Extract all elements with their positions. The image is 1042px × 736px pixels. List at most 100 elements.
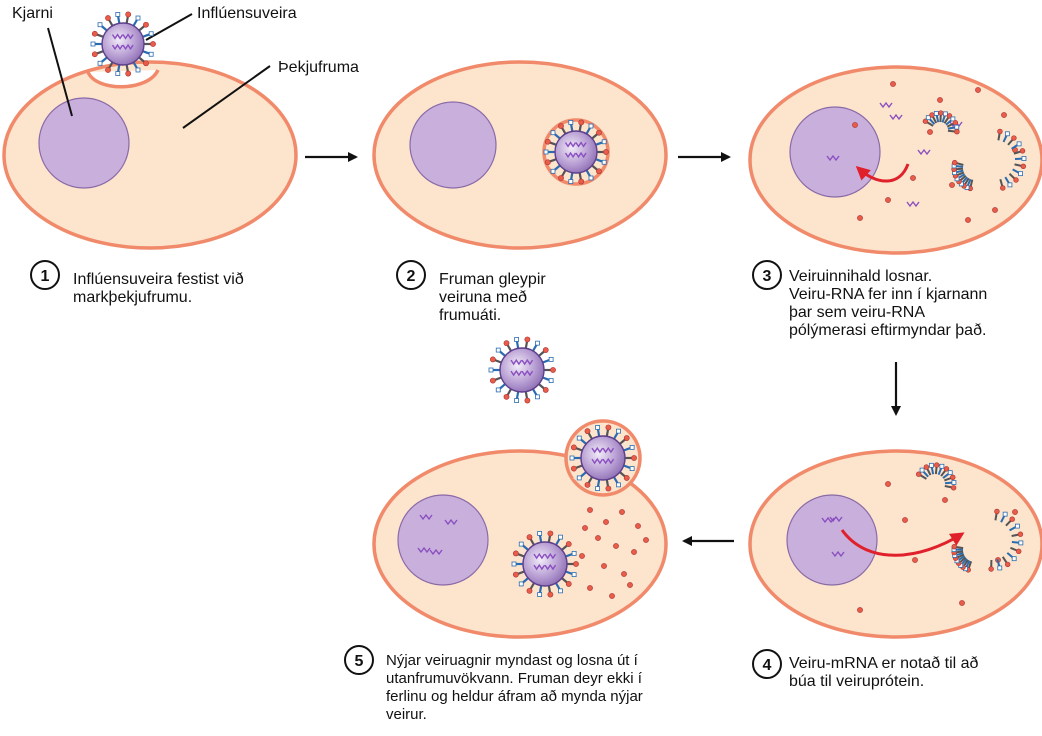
viral-protein xyxy=(595,535,601,541)
hemagglutinin-tip xyxy=(542,347,549,353)
virus-envelope xyxy=(522,541,568,587)
step-2-badge xyxy=(396,260,426,290)
spike-protein xyxy=(926,121,934,127)
spike-protein xyxy=(538,350,545,357)
neuraminidase-tip xyxy=(1018,540,1024,546)
viral-rna-in-nucleus xyxy=(429,548,443,556)
protein-cluster xyxy=(922,110,960,135)
spike-protein xyxy=(538,585,543,593)
cell-5-viral-components xyxy=(417,507,649,599)
step-4-caption: 4 Veiru-mRNA er notað til að búa til vei… xyxy=(752,649,979,690)
cell-3-viral-components xyxy=(826,81,1027,223)
viral-protein xyxy=(1012,509,1018,515)
spike-protein xyxy=(547,585,552,593)
neuraminidase-tip xyxy=(518,581,524,587)
spike-protein xyxy=(591,164,599,171)
hemagglutinin-tip xyxy=(988,566,994,572)
spike-protein xyxy=(942,473,950,479)
hemagglutinin-tip xyxy=(526,534,533,541)
spike-protein xyxy=(944,477,952,482)
spike-protein xyxy=(522,544,529,551)
spike-protein xyxy=(605,429,610,437)
hemagglutinin-tip xyxy=(1019,148,1026,154)
hemagglutinin-tip xyxy=(1011,135,1017,141)
spike-protein xyxy=(587,432,593,440)
viral-rna xyxy=(564,141,577,148)
viral-protein xyxy=(613,543,619,549)
neuraminidase-tip xyxy=(576,475,582,481)
spike-protein xyxy=(117,64,121,72)
spike-protein xyxy=(575,447,583,452)
step-3-line-2: Veiru-RNA fer inn í kjarnann xyxy=(789,286,987,303)
spike-protein xyxy=(958,173,966,179)
spike-protein xyxy=(947,129,956,133)
spike-protein xyxy=(532,344,538,352)
neuraminidase-tip xyxy=(97,60,103,66)
virus-envelope xyxy=(554,130,598,174)
spike-protein xyxy=(963,559,969,567)
spike-protein xyxy=(578,172,582,180)
hemagglutinin-tip xyxy=(938,110,944,116)
spike-protein xyxy=(542,359,550,364)
hemagglutinin-tip xyxy=(489,356,496,363)
hemagglutinin-tip xyxy=(929,112,935,118)
viral-protein xyxy=(601,563,607,569)
hemagglutinin-tip xyxy=(1016,548,1022,554)
spike-protein xyxy=(561,544,568,551)
cell-1-attachment-pit xyxy=(86,69,160,89)
hemagglutinin-tip xyxy=(623,475,630,481)
spike-protein xyxy=(555,582,561,590)
protein-cluster-lower xyxy=(951,159,974,192)
protein-cluster-lower xyxy=(951,543,973,573)
spike-protein xyxy=(1012,168,1020,174)
neuraminidase-tip xyxy=(115,12,121,17)
neuraminidase-tip xyxy=(548,378,554,384)
hemagglutinin-tip xyxy=(489,377,496,384)
spike-protein xyxy=(1001,556,1008,564)
hemagglutinin-tip xyxy=(605,485,612,492)
spike-protein xyxy=(142,50,150,55)
spike-protein xyxy=(517,553,525,558)
spike-protein xyxy=(595,141,603,146)
step-2-line-2: veiruna með xyxy=(439,289,527,306)
hemagglutinin-tip xyxy=(1013,177,1019,183)
spike-protein xyxy=(1000,515,1006,523)
neuraminidase-tip xyxy=(939,463,945,469)
cell-3 xyxy=(748,65,1042,255)
viral-protein xyxy=(609,593,615,599)
neuraminidase-tip xyxy=(135,67,141,73)
hemagglutinin-tip xyxy=(573,561,579,567)
hemagglutinin-tip xyxy=(512,571,519,578)
hemagglutinin-tip xyxy=(916,471,922,477)
spike-protein xyxy=(999,179,1004,187)
neuraminidase-tip xyxy=(511,561,517,567)
hemagglutinin-tip xyxy=(596,168,602,175)
neuraminidase-tip xyxy=(601,139,607,145)
spike-protein xyxy=(529,538,535,546)
viral-rna xyxy=(111,43,124,51)
spike-protein xyxy=(580,471,587,478)
spike-protein xyxy=(499,350,506,357)
neuraminidase-tip xyxy=(1015,523,1020,529)
rna-import-arrow xyxy=(855,163,910,183)
spike-protein xyxy=(570,172,574,180)
hemagglutinin-tip xyxy=(524,336,531,343)
spike-protein xyxy=(542,376,550,381)
neuraminidase-tip xyxy=(929,462,934,468)
cell-2-nucleus xyxy=(409,101,497,189)
step-5-line-2: utanfrumuvökvann. Fruman deyr ekki í xyxy=(386,670,643,687)
hemagglutinin-tip xyxy=(1004,561,1011,568)
mrna-export-arrow xyxy=(840,529,965,557)
spike-protein xyxy=(553,164,561,171)
viral-rna-in-nucleus xyxy=(417,546,431,554)
spike-protein xyxy=(935,115,940,123)
spike-protein xyxy=(959,174,967,182)
spike-protein xyxy=(619,471,626,478)
virus-budding xyxy=(569,424,637,492)
spike-protein xyxy=(941,115,946,123)
hemagglutinin-tip xyxy=(565,541,572,547)
viral-protein xyxy=(890,81,896,87)
neuraminidase-tip xyxy=(588,175,594,181)
spike-protein xyxy=(132,19,138,27)
